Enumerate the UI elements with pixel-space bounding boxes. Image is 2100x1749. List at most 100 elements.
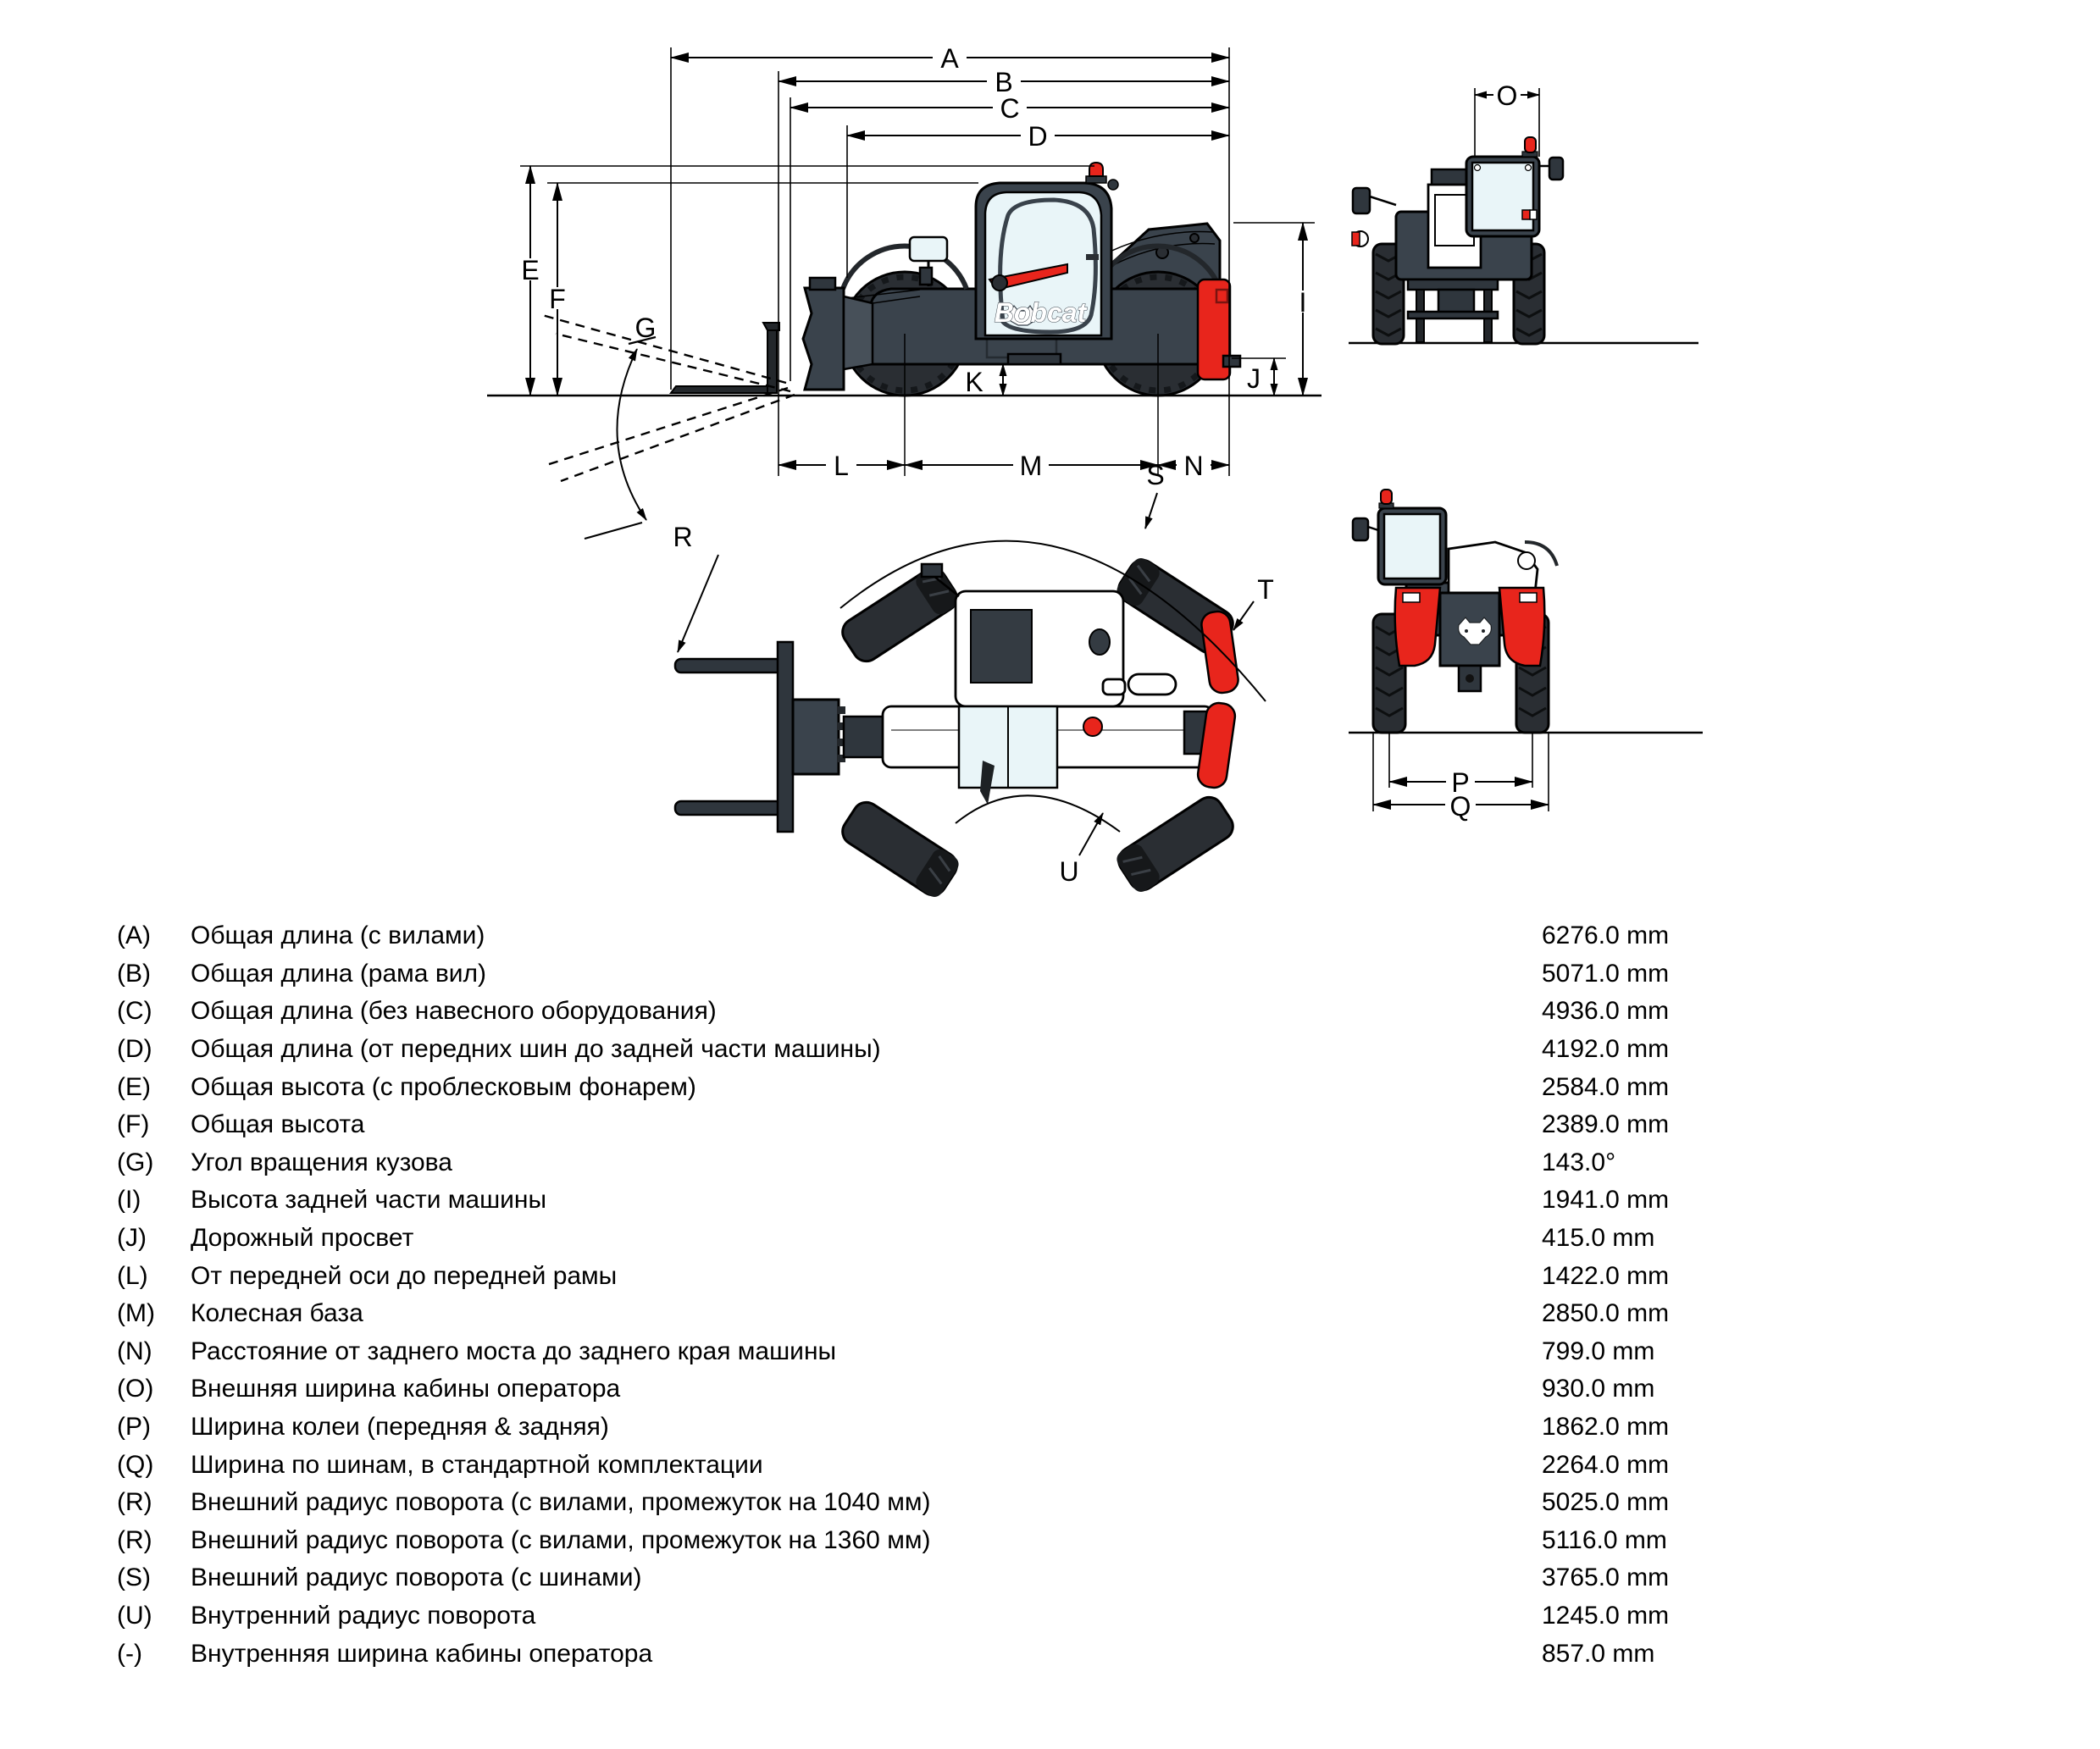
mirror-rear-left bbox=[1351, 517, 1379, 542]
spec-value: 2584.0 mm bbox=[1542, 1072, 1670, 1101]
spec-row-p: (P) Ширина колеи (передняя & задняя) 1862.… bbox=[117, 1409, 2048, 1447]
dim-label-q: Q bbox=[1450, 791, 1471, 822]
cab-logo-text: Bobcat bbox=[995, 297, 1088, 328]
spec-code: (J) bbox=[117, 1224, 147, 1253]
spec-code: (D) bbox=[117, 1035, 152, 1064]
spec-value: 2850.0 mm bbox=[1542, 1299, 1670, 1328]
spec-desc: Колесная база bbox=[191, 1299, 363, 1328]
dim-label-s: S bbox=[1146, 460, 1164, 490]
carriage-top bbox=[776, 640, 795, 833]
spec-row-c: (C) Общая длина (без навесного оборудован… bbox=[117, 993, 2048, 1031]
spec-value: 6276.0 mm bbox=[1542, 922, 1670, 950]
spec-code: (M) bbox=[117, 1299, 155, 1328]
outer-radius-arc bbox=[839, 540, 1266, 702]
spec-desc: Угол вращения кузова bbox=[191, 1148, 452, 1176]
spec-desc: Внутренний радиус поворота bbox=[191, 1601, 536, 1630]
cab-front bbox=[1465, 155, 1541, 238]
cab-rear bbox=[1377, 506, 1448, 586]
spec-code: (P) bbox=[117, 1413, 151, 1442]
fork-top-left bbox=[673, 657, 784, 674]
spec-value: 415.0 mm bbox=[1542, 1224, 1655, 1253]
tire-rear-right bbox=[1116, 795, 1234, 892]
cab: Bobcat bbox=[974, 181, 1113, 340]
side-view: Bobcat bbox=[487, 43, 1322, 540]
spec-desc: Расстояние от заднего моста до заднего к… bbox=[191, 1337, 837, 1365]
dim-label-j: J bbox=[1247, 363, 1261, 394]
spec-desc: Внешний радиус поворота (с шинами) bbox=[191, 1564, 642, 1592]
spec-value: 143.0° bbox=[1542, 1148, 1616, 1176]
rear-counterweight bbox=[1196, 278, 1232, 381]
spec-value: 1862.0 mm bbox=[1542, 1413, 1670, 1442]
dim-label-a: A bbox=[940, 43, 959, 74]
spec-code: (I) bbox=[117, 1186, 141, 1215]
dim-label-r: R bbox=[673, 522, 692, 552]
dim-label-g: G bbox=[635, 313, 657, 343]
dim-lines-bottom: L M N bbox=[778, 334, 1230, 481]
front-view: O bbox=[1349, 80, 1698, 346]
spec-desc: Общая высота (с проблесковым фонарем) bbox=[191, 1072, 696, 1101]
spec-value: 4192.0 mm bbox=[1542, 1035, 1670, 1064]
spec-code: (F) bbox=[117, 1110, 150, 1139]
spec-desc: Ширина колеи (передняя & задняя) bbox=[191, 1413, 609, 1442]
fork-top-right bbox=[673, 800, 784, 816]
spec-row-dash: (-) Внутренняя ширина кабины оператора 857… bbox=[117, 1635, 2048, 1673]
spec-code: (G) bbox=[117, 1148, 154, 1176]
fork bbox=[669, 322, 780, 394]
bobcat-head-icon bbox=[1007, 304, 1037, 326]
spec-desc: Внешняя ширина кабины оператора bbox=[191, 1375, 621, 1403]
spec-value: 2389.0 mm bbox=[1542, 1110, 1670, 1139]
spec-code: (C) bbox=[117, 997, 152, 1026]
tow-hitch bbox=[1222, 354, 1242, 368]
spec-desc: Внешний радиус поворота (с вилами, проме… bbox=[191, 1488, 931, 1517]
rear-fender-right bbox=[1498, 586, 1546, 667]
spec-value: 799.0 mm bbox=[1542, 1337, 1655, 1365]
mirror-icon bbox=[908, 235, 949, 286]
spec-desc: Общая высота bbox=[191, 1110, 365, 1139]
dim-label-k: K bbox=[965, 367, 983, 397]
rear-fender-left bbox=[1394, 586, 1442, 667]
dim-label-n: N bbox=[1183, 451, 1203, 481]
dim-lines-rear: I J K bbox=[956, 222, 1315, 397]
spec-row-r2: (R) Внешний радиус поворота (с вилами, пр… bbox=[117, 1522, 2048, 1560]
top-view: R S T U bbox=[673, 460, 1274, 897]
spec-code: (-) bbox=[117, 1639, 142, 1668]
spec-value: 5071.0 mm bbox=[1542, 959, 1670, 988]
spec-value: 857.0 mm bbox=[1542, 1639, 1655, 1668]
spec-row-m: (M) Колесная база 2850.0 mm bbox=[117, 1295, 2048, 1333]
dim-label-o: O bbox=[1497, 80, 1518, 111]
spec-code: (A) bbox=[117, 922, 151, 950]
fender-red-right bbox=[1196, 701, 1237, 789]
spec-table: (A) Общая длина (с вилами) 6276.0 mm (B) Об… bbox=[117, 917, 2048, 1673]
spec-desc: Общая длина (рама вил) bbox=[191, 959, 487, 988]
spec-value: 3765.0 mm bbox=[1542, 1564, 1670, 1592]
spec-value: 1422.0 mm bbox=[1542, 1261, 1670, 1290]
tire-front-right bbox=[841, 800, 959, 897]
spec-code: (R) bbox=[117, 1525, 152, 1554]
spec-desc: Высота задней части машины bbox=[191, 1186, 547, 1215]
spec-desc: Внутренняя ширина кабины оператора bbox=[191, 1639, 653, 1668]
spec-code: (N) bbox=[117, 1337, 152, 1365]
spec-desc: Общая длина (без навесного оборудования) bbox=[191, 997, 717, 1026]
spec-code: (Q) bbox=[117, 1450, 154, 1479]
spec-row-r1: (R) Внешний радиус поворота (с вилами, пр… bbox=[117, 1484, 2048, 1522]
spec-row-s: (S)Внешний радиус поворота (с шинами)376… bbox=[117, 1559, 2048, 1597]
dim-label-d: D bbox=[1028, 121, 1047, 152]
spec-row-e: (E)Общая высота (с проблесковым фонарем)… bbox=[117, 1068, 2048, 1106]
fender-red-left bbox=[1200, 610, 1239, 695]
dim-lines-length: A B C D bbox=[670, 43, 1230, 476]
spec-desc: Общая длина (с вилами) bbox=[191, 922, 485, 950]
dim-label-i: I bbox=[1299, 287, 1307, 318]
spec-desc: Внешний радиус поворота (с вилами, проме… bbox=[191, 1525, 931, 1554]
spec-value: 2264.0 mm bbox=[1542, 1450, 1670, 1479]
mirror-front-right bbox=[1539, 156, 1565, 181]
spec-code: (B) bbox=[117, 959, 151, 988]
dim-label-p: P bbox=[1451, 767, 1469, 798]
spec-row-b: (B) Общая длина (рама вил) 5071.0 mm bbox=[117, 955, 2048, 993]
tire-front-left bbox=[841, 567, 959, 663]
spec-row-a: (A) Общая длина (с вилами) 6276.0 mm bbox=[117, 917, 2048, 955]
spec-code: (R) bbox=[117, 1488, 152, 1517]
